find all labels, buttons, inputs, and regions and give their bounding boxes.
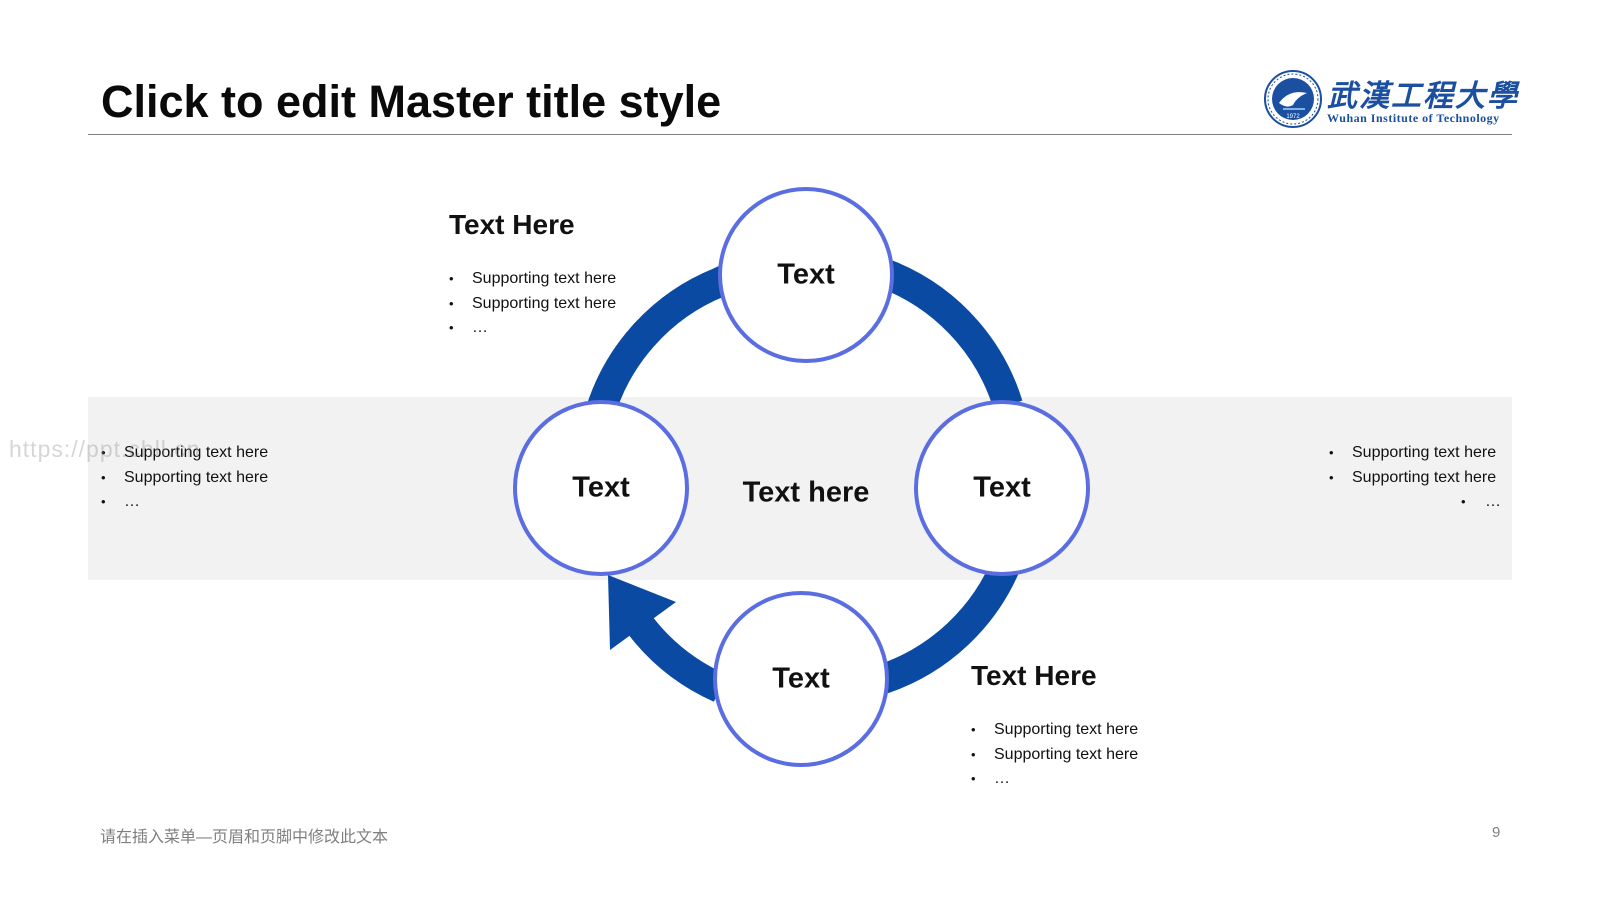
list-item[interactable]: •… <box>1461 493 1501 510</box>
list-item[interactable]: •Supporting text here <box>1329 444 1497 461</box>
university-seal-icon: 1972 <box>1264 70 1322 128</box>
block-bottom-right-heading[interactable]: Text Here <box>971 660 1097 691</box>
list-item[interactable]: •Supporting text here <box>971 721 1139 738</box>
content-band <box>88 397 1512 580</box>
list-item[interactable]: •… <box>449 319 488 336</box>
footer-text[interactable]: 请在插入菜单—页眉和页脚中修改此文本 <box>100 829 389 846</box>
logo-name-en: Wuhan Institute of Technology <box>1327 111 1500 125</box>
list-item[interactable]: •… <box>101 493 140 510</box>
watermark: https://ppt.chll.cn <box>9 436 201 462</box>
block-right-bullets: •Supporting text here •Supporting text h… <box>1329 441 1509 515</box>
list-item[interactable]: •Supporting text here <box>971 745 1139 763</box>
cycle-ring-upper-left <box>583 268 726 425</box>
cycle-arrowhead <box>608 575 676 650</box>
node-bottom-circle[interactable] <box>713 591 889 767</box>
logo-name-cn: 武漢工程大學 <box>1327 79 1519 114</box>
block-left-bullets: •Supporting text here •Supporting text h… <box>101 441 341 515</box>
node-bottom-label[interactable]: Text <box>772 662 830 695</box>
block-top-left-heading[interactable]: Text Here <box>449 209 575 240</box>
cycle-ring-bottom-left <box>628 615 727 702</box>
node-right-circle[interactable] <box>914 400 1090 576</box>
node-right-label[interactable]: Text <box>973 471 1031 504</box>
list-item[interactable]: •Supporting text here <box>1329 468 1497 486</box>
list-item[interactable]: •Supporting text here <box>101 444 269 461</box>
list-item[interactable]: •Supporting text here <box>449 270 617 287</box>
list-item[interactable]: •Supporting text here <box>449 294 617 312</box>
slide-title[interactable]: Click to edit Master title style <box>101 76 722 127</box>
list-item[interactable]: •… <box>971 770 1010 787</box>
seal-year: 1972 <box>1286 114 1300 120</box>
page-number: 9 <box>1492 824 1501 841</box>
block-top-left-bullets: •Supporting text here •Supporting text h… <box>449 267 689 341</box>
university-logo: 1972 武漢工程大學 Wuhan Institute of Technolog… <box>1263 69 1517 129</box>
block-bottom-right-bullets: •Supporting text here •Supporting text h… <box>971 718 1211 792</box>
title-divider <box>88 134 1512 135</box>
node-top-label[interactable]: Text <box>777 258 835 291</box>
node-left-label[interactable]: Text <box>572 471 630 504</box>
cycle-ring-right <box>875 554 1022 695</box>
center-label[interactable]: Text here <box>742 476 870 509</box>
list-item[interactable]: •Supporting text here <box>101 468 269 486</box>
node-left-circle[interactable] <box>513 400 689 576</box>
node-top-circle[interactable] <box>718 187 894 363</box>
